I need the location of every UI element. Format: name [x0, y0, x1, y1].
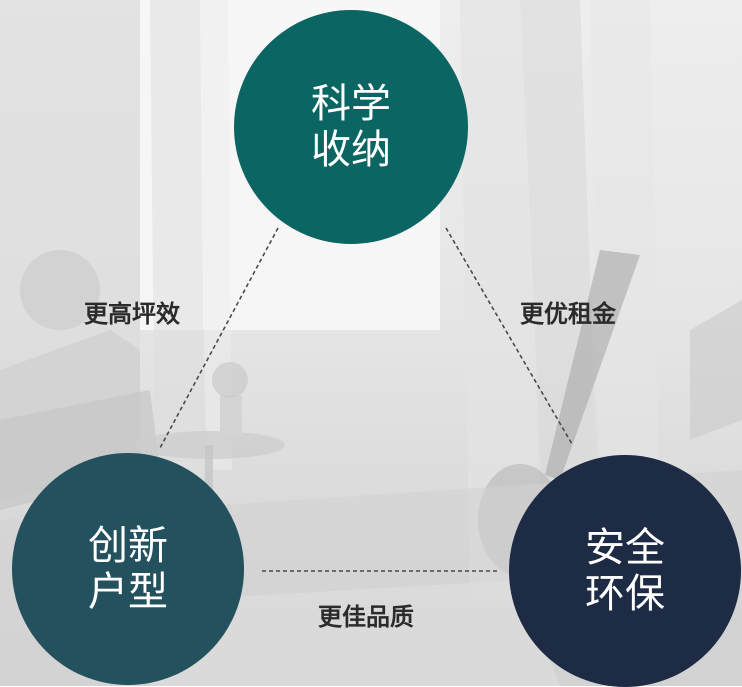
node-top-circle: 科学 收纳: [234, 10, 468, 244]
node-right-line1: 安全: [585, 525, 665, 571]
connector-top-right: [445, 227, 573, 445]
connector-top-left: [159, 227, 279, 449]
node-left-line2: 户型: [88, 569, 168, 615]
edge-label-bottom: 更佳品质: [318, 603, 414, 631]
node-top-line2: 收纳: [311, 127, 391, 173]
node-left-line1: 创新: [88, 523, 168, 569]
node-left-circle: 创新 户型: [12, 453, 244, 685]
node-right-line2: 环保: [585, 571, 665, 617]
edge-label-left: 更高坪效: [84, 300, 180, 328]
edge-label-right: 更优租金: [520, 300, 616, 328]
node-right-circle: 安全 环保: [509, 455, 741, 687]
node-top-line1: 科学: [311, 81, 391, 127]
